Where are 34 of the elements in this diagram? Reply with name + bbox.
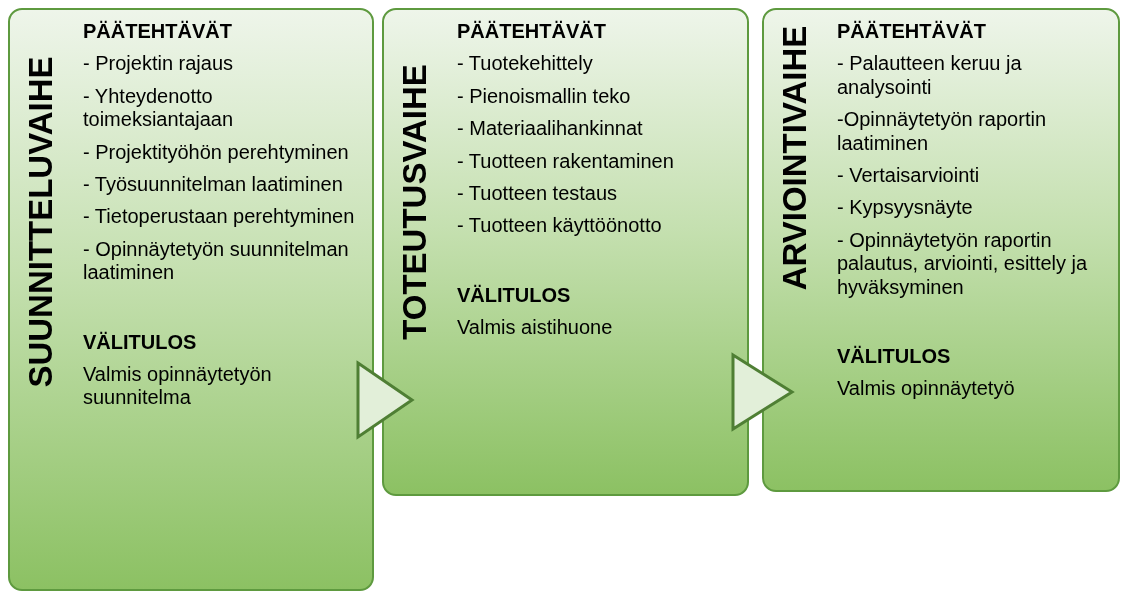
phase-title: ARVIOINTIVAIHE [777,25,811,291]
section-heading: PÄÄTEHTÄVÄT [83,20,233,44]
task-item: - Yhteydenotto toimeksiantajaan [83,84,235,132]
task-item: - Opinnäytetyön raportin palautus, arviointi, esittely ja hyväksyminen [837,228,1089,299]
section-heading: PÄÄTEHTÄVÄT [457,20,607,44]
task-item: - Tuotteen käyttöönotto [457,214,663,238]
task-item: - Vertaisarviointi [837,163,981,188]
phase-title: SUUNNITTELUVAIHE [23,56,57,388]
chevron-arrow [731,352,795,432]
task-item: - Pienoismallin teko [457,84,632,109]
task-item: - Projektin rajaus [83,52,235,76]
result-text: Valmis opinnäytetyön suunnitelma [83,362,273,410]
task-item: - Tietoperustaan perehtyminen [83,205,356,229]
phase-card [762,8,1120,492]
task-item: - Palautteen keruu ja analysointi [837,52,1023,100]
section-heading: VÄLITULOS [457,283,572,308]
result-text: Valmis aistihuone [457,316,614,340]
phase-card [382,8,749,496]
task-item: - Kypsyysnäyte [837,196,974,220]
task-item: - Projektityöhön perehtyminen [83,140,350,164]
task-item: - Tuotekehittely [457,52,594,76]
task-item: -Opinnäytetyön raportin laatiminen [837,108,1047,155]
section-heading: PÄÄTEHTÄVÄT [837,20,987,44]
phase-card [8,8,374,591]
task-item: - Materiaalihankinnat [457,117,644,141]
section-heading: VÄLITULOS [83,330,198,354]
section-heading: VÄLITULOS [837,344,952,369]
chevron-arrow [356,360,415,440]
result-text: Valmis opinnäytetyö [837,377,1016,401]
task-item: - Työsuunnitelman laatiminen [83,172,344,197]
task-item: - Tuotteen rakentaminen [457,149,675,173]
phase-title: TOTEUTUSVAIHE [397,64,431,340]
task-item: - Tuotteen testaus [457,181,619,206]
task-item: - Opinnäytetyön suunnitelman laatiminen [83,237,350,285]
